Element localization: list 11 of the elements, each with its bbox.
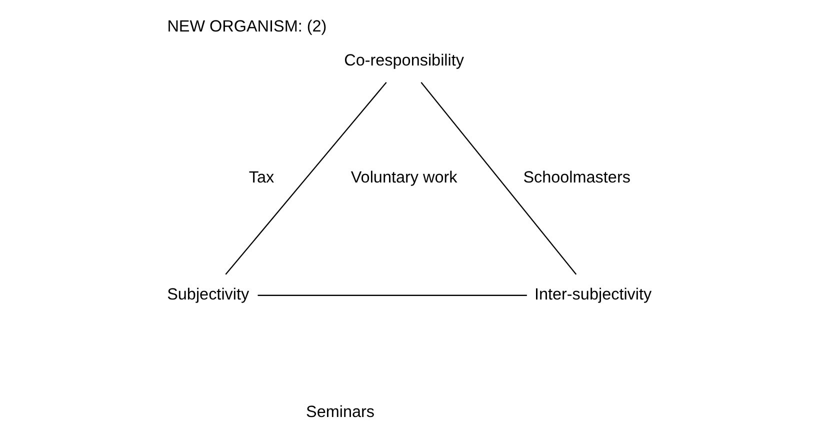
- node-text: Inter-subjectivity: [534, 285, 652, 304]
- connector: [420, 82, 576, 274]
- connector: [257, 294, 526, 296]
- diagram-title: NEW ORGANISM: (2): [166, 16, 326, 35]
- node-text: Co-responsibility: [344, 50, 464, 69]
- label: Seminars: [306, 402, 374, 420]
- node-text: Subjectivity: [166, 285, 249, 304]
- connector: [224, 82, 386, 274]
- label: Schoolmasters: [522, 168, 630, 186]
- label: Tax: [248, 168, 274, 186]
- label: Voluntary work: [350, 168, 457, 186]
